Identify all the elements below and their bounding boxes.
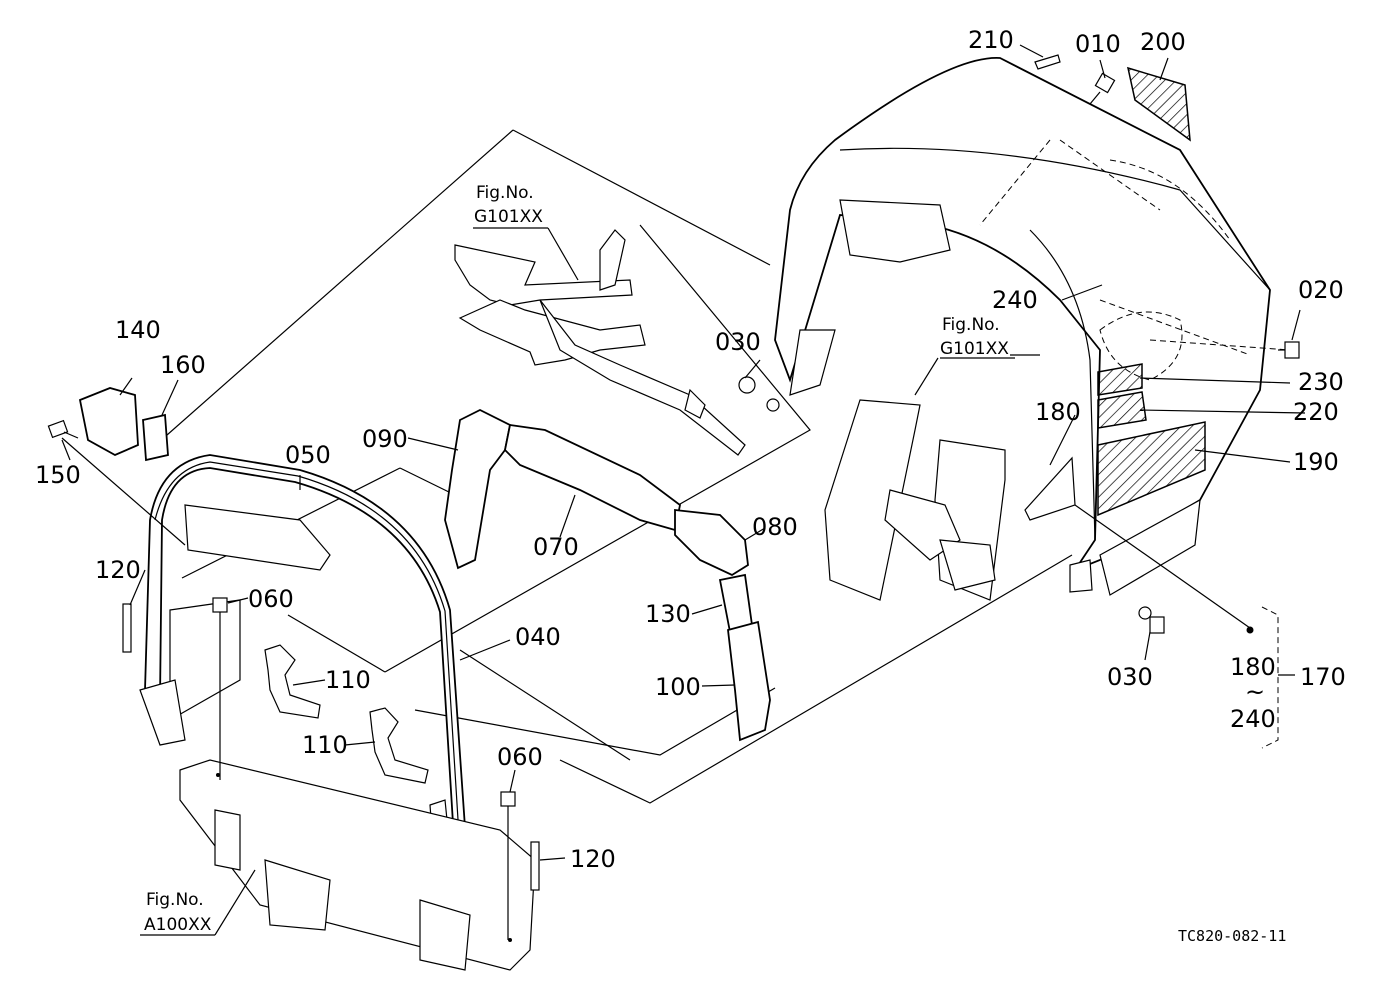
label-range-tilde: ~ [1245,678,1265,706]
label-050: 050 [285,441,331,469]
drawing-code: TC820-082-11 [1178,927,1286,945]
upper-frame-assembly [454,229,746,456]
label-200: 200 [1140,28,1186,56]
bolt-030a [738,376,780,412]
label-080: 080 [752,513,798,541]
label-160: 160 [160,351,206,379]
label-020: 020 [1298,276,1344,304]
pad-160 [142,413,169,462]
part-labels: 210 010 200 020 240 230 220 190 180 030 … [35,26,1346,873]
label-060-right: 060 [497,743,543,771]
figure-references: Fig.No. G101XX Fig.No. G101XX Fig.No. A1… [144,183,1009,935]
decal-190 [1097,421,1206,517]
label-170: 170 [1300,663,1346,691]
label-110-upper: 110 [325,666,371,694]
base-frame [179,759,536,971]
label-040: 040 [515,623,561,651]
assembly-boundary-lines [149,129,1073,804]
decal-200 [1126,66,1191,142]
bolt-060a [212,597,228,780]
label-060-left: 060 [248,585,294,613]
bolt-060b [500,791,516,940]
label-030-top: 030 [715,328,761,356]
decal-220 [1097,391,1147,429]
label-220: 220 [1293,398,1339,426]
fig-ref-2-line2: G101XX [940,339,1009,359]
label-120-left: 120 [95,556,141,584]
label-070: 070 [533,533,579,561]
label-120-right: 120 [570,845,616,873]
bolt-150 [47,419,79,439]
pad-120b [530,841,540,891]
front-guard-040 [139,454,471,907]
label-100: 100 [655,673,701,701]
decal-230 [1097,363,1143,396]
bolt-030b [1138,606,1165,634]
clamp-110b [369,707,429,784]
label-190: 190 [1293,448,1339,476]
label-210: 210 [968,26,1014,54]
side-panel-assembly [824,399,1006,601]
fig-ref-2-line1: Fig.No. [942,315,1000,335]
range-bracket [1246,606,1295,749]
leader-lines [61,44,1306,936]
label-180-range: 180 [1230,653,1276,681]
plate-180 [1024,456,1076,521]
pad-120a [122,603,132,653]
pad-130-100 [718,573,771,742]
label-180-top: 180 [1035,398,1081,426]
clamp-110a [264,644,321,719]
fig-ref-1-line1: Fig.No. [476,183,534,203]
pad-070 [504,423,681,532]
label-130: 130 [645,600,691,628]
label-010: 010 [1075,30,1121,58]
bracket-140 [78,387,139,457]
label-230: 230 [1298,368,1344,396]
pin-210 [1034,54,1061,70]
bolt-010 [1089,72,1116,105]
fig-ref-3-line1: Fig.No. [146,890,204,910]
label-110-lower: 110 [302,731,348,759]
bolt-020 [1278,341,1300,359]
fig-ref-3-line2: A100XX [144,915,212,935]
pad-080 [674,508,749,577]
label-030-bottom: 030 [1107,663,1153,691]
label-240-top: 240 [992,286,1038,314]
label-150: 150 [35,461,81,489]
label-090: 090 [362,425,408,453]
pad-090 [444,408,512,570]
fig-ref-1-line2: G101XX [474,207,543,227]
label-140: 140 [115,316,161,344]
label-240-range: 240 [1230,705,1276,733]
